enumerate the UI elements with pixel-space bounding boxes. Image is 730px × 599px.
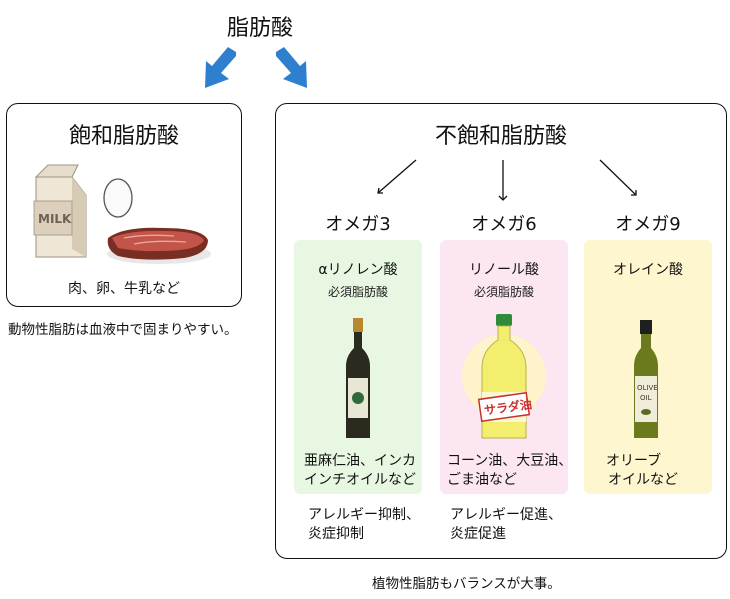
omega3-acid: αリノレン酸: [318, 262, 398, 278]
saturated-box: [6, 103, 242, 307]
salad-oil-label: サラダ油: [483, 396, 533, 418]
omega3-food-line1: 亜麻仁油、インカ: [304, 453, 416, 469]
omega9-food-line1: オリーブ: [606, 453, 662, 469]
saturated-note: 動物性脂肪は血液中で固まりやすい。: [8, 322, 238, 338]
omega6-food-line2: ごま油など: [447, 472, 517, 488]
omega6-effect-line2: 炎症促進: [450, 526, 506, 542]
milk-carton-icon: MILK: [33, 164, 87, 258]
omega6-label: オメガ6: [471, 214, 537, 235]
unsaturated-box: [275, 103, 727, 559]
egg-icon: [103, 178, 133, 218]
omega3-essential: 必須脂肪酸: [327, 285, 388, 299]
olive-label-line1: OLIVE: [637, 384, 658, 392]
omega3-effect-line2: 炎症抑制: [308, 526, 364, 542]
omega6-effect-line1: アレルギー促進、: [450, 507, 562, 523]
saturated-foods: 肉、卵、牛乳など: [68, 281, 180, 297]
olive-oil-bottle-icon: OLIVE OIL: [634, 320, 658, 438]
blue-arrow-left: [205, 47, 236, 88]
olive-label-line2: OIL: [640, 394, 652, 402]
salad-oil-bottle-icon: サラダ油: [462, 314, 546, 439]
omega6-food-line1: コーン油、大豆油、: [447, 453, 573, 469]
page-title: 脂肪酸: [226, 16, 293, 41]
omega3-effect-line1: アレルギー抑制、: [308, 507, 420, 523]
blue-arrow-right: [276, 47, 307, 88]
unsaturated-title: 不飽和脂肪酸: [434, 124, 567, 149]
meat-icon: [107, 227, 211, 264]
omega9-acid: オレイン酸: [613, 262, 683, 278]
omega3-food-line2: インチオイルなど: [304, 472, 416, 488]
omega9-food-line2: オイルなど: [608, 472, 678, 488]
omega6-acid: リノール酸: [469, 262, 539, 278]
omega9-label: オメガ9: [615, 214, 681, 235]
omega3-label: オメガ3: [325, 214, 391, 235]
unsaturated-note: 植物性脂肪もバランスが大事。: [372, 576, 561, 592]
saturated-title: 飽和脂肪酸: [68, 124, 179, 149]
milk-label: MILK: [38, 212, 72, 226]
omega6-essential: 必須脂肪酸: [473, 285, 534, 299]
linseed-oil-bottle-icon: [346, 318, 370, 438]
